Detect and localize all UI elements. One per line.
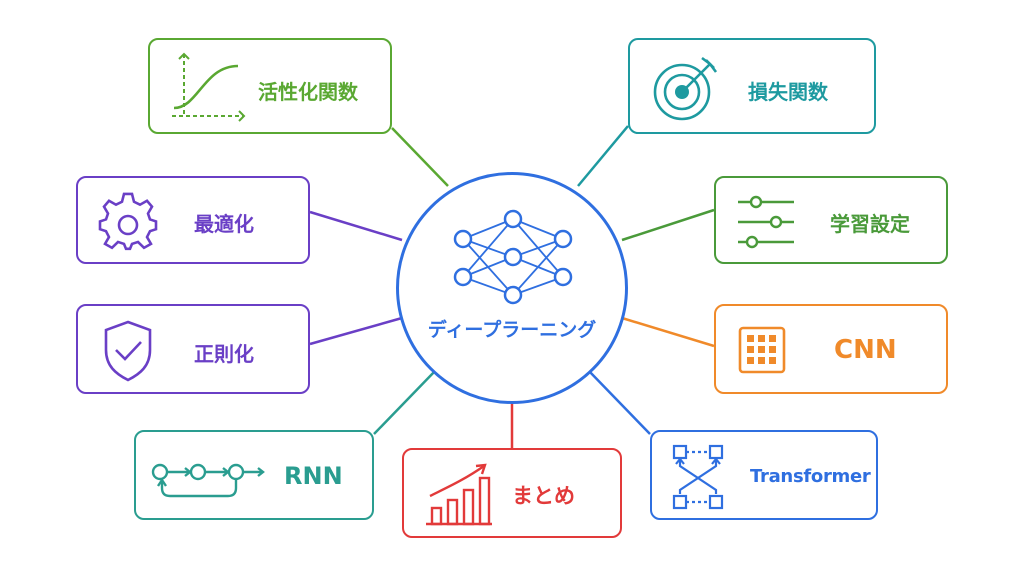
connector-loss (577, 125, 629, 187)
target-icon (653, 56, 718, 121)
shield-check-icon (104, 320, 152, 382)
connector-training-settings (621, 208, 715, 242)
node-cnn[interactable]: CNN (714, 304, 948, 394)
node-training-settings[interactable]: 学習設定 (714, 176, 948, 264)
node-loss[interactable]: 損失関数 (628, 38, 876, 134)
connector-transformer (587, 369, 651, 435)
sliders-icon (738, 195, 794, 249)
node-label-optimization: 最適化 (194, 212, 254, 236)
node-summary[interactable]: まとめ (402, 448, 622, 538)
node-label-loss: 損失関数 (748, 80, 828, 104)
node-optimization[interactable]: 最適化 (76, 176, 310, 264)
neural-network-icon (453, 209, 573, 305)
node-label-rnn: RNN (284, 462, 343, 490)
connector-rnn (373, 369, 437, 435)
node-label-training-settings: 学習設定 (830, 212, 910, 236)
connector-optimization (309, 210, 403, 242)
node-transformer[interactable]: Transformer (650, 430, 878, 520)
center-label: ディープラーニング (427, 319, 597, 341)
grid-icon (738, 326, 786, 374)
connector-cnn (621, 316, 715, 348)
node-label-summary: まとめ (512, 484, 575, 508)
recurrent-loop-icon (151, 463, 265, 498)
bar-chart-growth-icon (426, 463, 492, 526)
node-regularization[interactable]: 正則化 (76, 304, 310, 394)
attention-cross-icon (672, 444, 724, 510)
node-rnn[interactable]: RNN (134, 430, 374, 520)
node-activation[interactable]: 活性化関数 (148, 38, 392, 134)
node-label-regularization: 正則化 (194, 342, 254, 366)
node-label-cnn: CNN (834, 335, 897, 365)
connector-activation (391, 127, 449, 187)
node-label-activation: 活性化関数 (258, 80, 358, 104)
sigmoid-curve-icon (172, 52, 246, 122)
center-node: ディープラーニング (396, 172, 628, 404)
node-label-transformer: Transformer (750, 466, 871, 487)
gear-icon (98, 192, 158, 251)
connector-regularization (309, 316, 403, 346)
